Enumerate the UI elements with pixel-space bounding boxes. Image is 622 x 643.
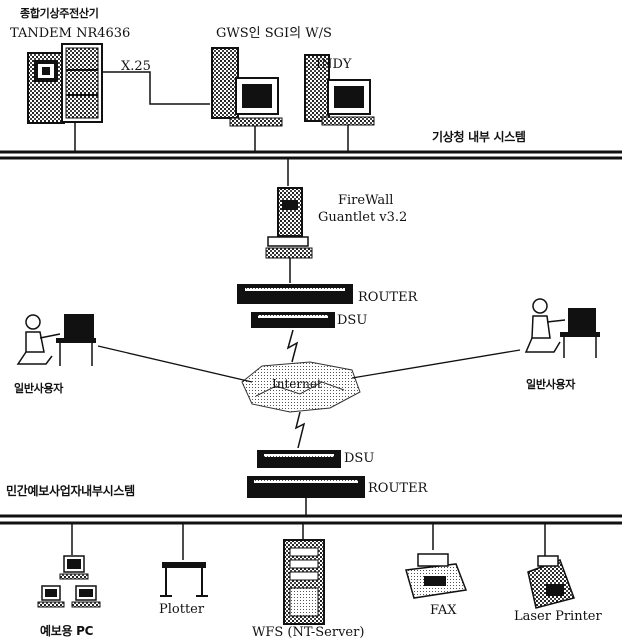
kma-internal-label: 기상청 내부 시스템 [432,130,526,144]
tandem-mainframe-icon [27,43,103,124]
user-left-label: 일반사용자 [14,382,64,395]
laser-printer-icon [527,555,575,609]
laser-printer-label: Laser Printer [514,609,602,624]
router-bottom-ports [254,480,358,483]
router-top-icon [237,284,353,304]
dsu-bottom-ports [264,454,334,457]
gws-label: GWS인 SGI의 W/S [216,26,332,41]
wfs-server-icon [283,539,325,625]
indy-workstation-icon [304,54,375,126]
router-bottom-icon [247,476,365,498]
user-left-icon [16,314,96,366]
router-bottom-label: ROUTER [368,481,428,496]
internet-label: Internet [272,377,322,391]
router-top-ports [245,288,345,291]
x25-link [102,71,210,105]
user-right-label: 일반사용자 [526,378,576,391]
fax-label: FAX [430,603,457,618]
internet-cloud-icon [241,361,361,413]
mainframe-title-korean: 종합기상주전산기 [20,7,99,20]
router-top-label: ROUTER [358,290,418,305]
plotter-icon [160,562,208,597]
wfs-label: WFS (NT-Server) [252,625,365,640]
user-right-icon [524,298,600,358]
indy-label: INDY [316,57,352,72]
forecast-pc-label: 예보용 PC [40,624,94,638]
dsu-bottom-icon [257,450,341,468]
firewall-label: FireWall [338,193,394,208]
x25-label: X.25 [121,59,151,74]
dsu-bottom-label: DSU [344,451,375,466]
user-right-link [351,349,521,379]
dsu-top-ports [258,315,328,318]
plotter-label: Plotter [159,602,205,617]
forecast-pc-icon [37,555,101,608]
dsu-top-label: DSU [337,313,368,328]
user-left-link [97,345,253,383]
dsu-top-icon [251,312,335,328]
firewall-server-icon [265,187,313,259]
wan-link-bottom [294,411,306,449]
private-backbone [0,514,622,525]
kma-backbone [0,150,622,160]
tandem-label: TANDEM NR4636 [10,26,131,41]
firewall-version-label: Guantlet v3.2 [318,210,408,225]
wan-link-top [286,329,299,363]
fax-icon [405,553,468,599]
gws-workstation-icon [211,47,283,127]
private-internal-label: 민간예보사업자내부시스템 [6,484,135,498]
